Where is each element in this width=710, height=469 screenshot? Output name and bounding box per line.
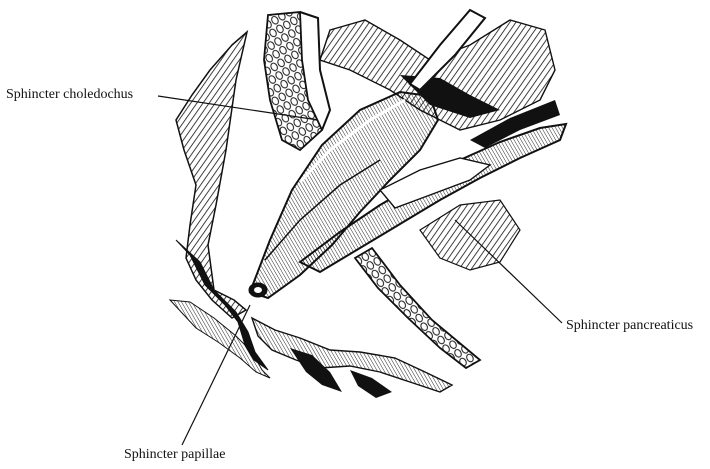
label-sphincter-pancreaticus: Sphincter pancreaticus bbox=[566, 318, 693, 334]
label-sphincter-papillae: Sphincter papillae bbox=[124, 447, 225, 463]
bile-duct-vessel bbox=[264, 12, 330, 150]
label-sphincter-choledochus: Sphincter choledochus bbox=[6, 87, 133, 103]
connective-tissue bbox=[320, 10, 555, 130]
